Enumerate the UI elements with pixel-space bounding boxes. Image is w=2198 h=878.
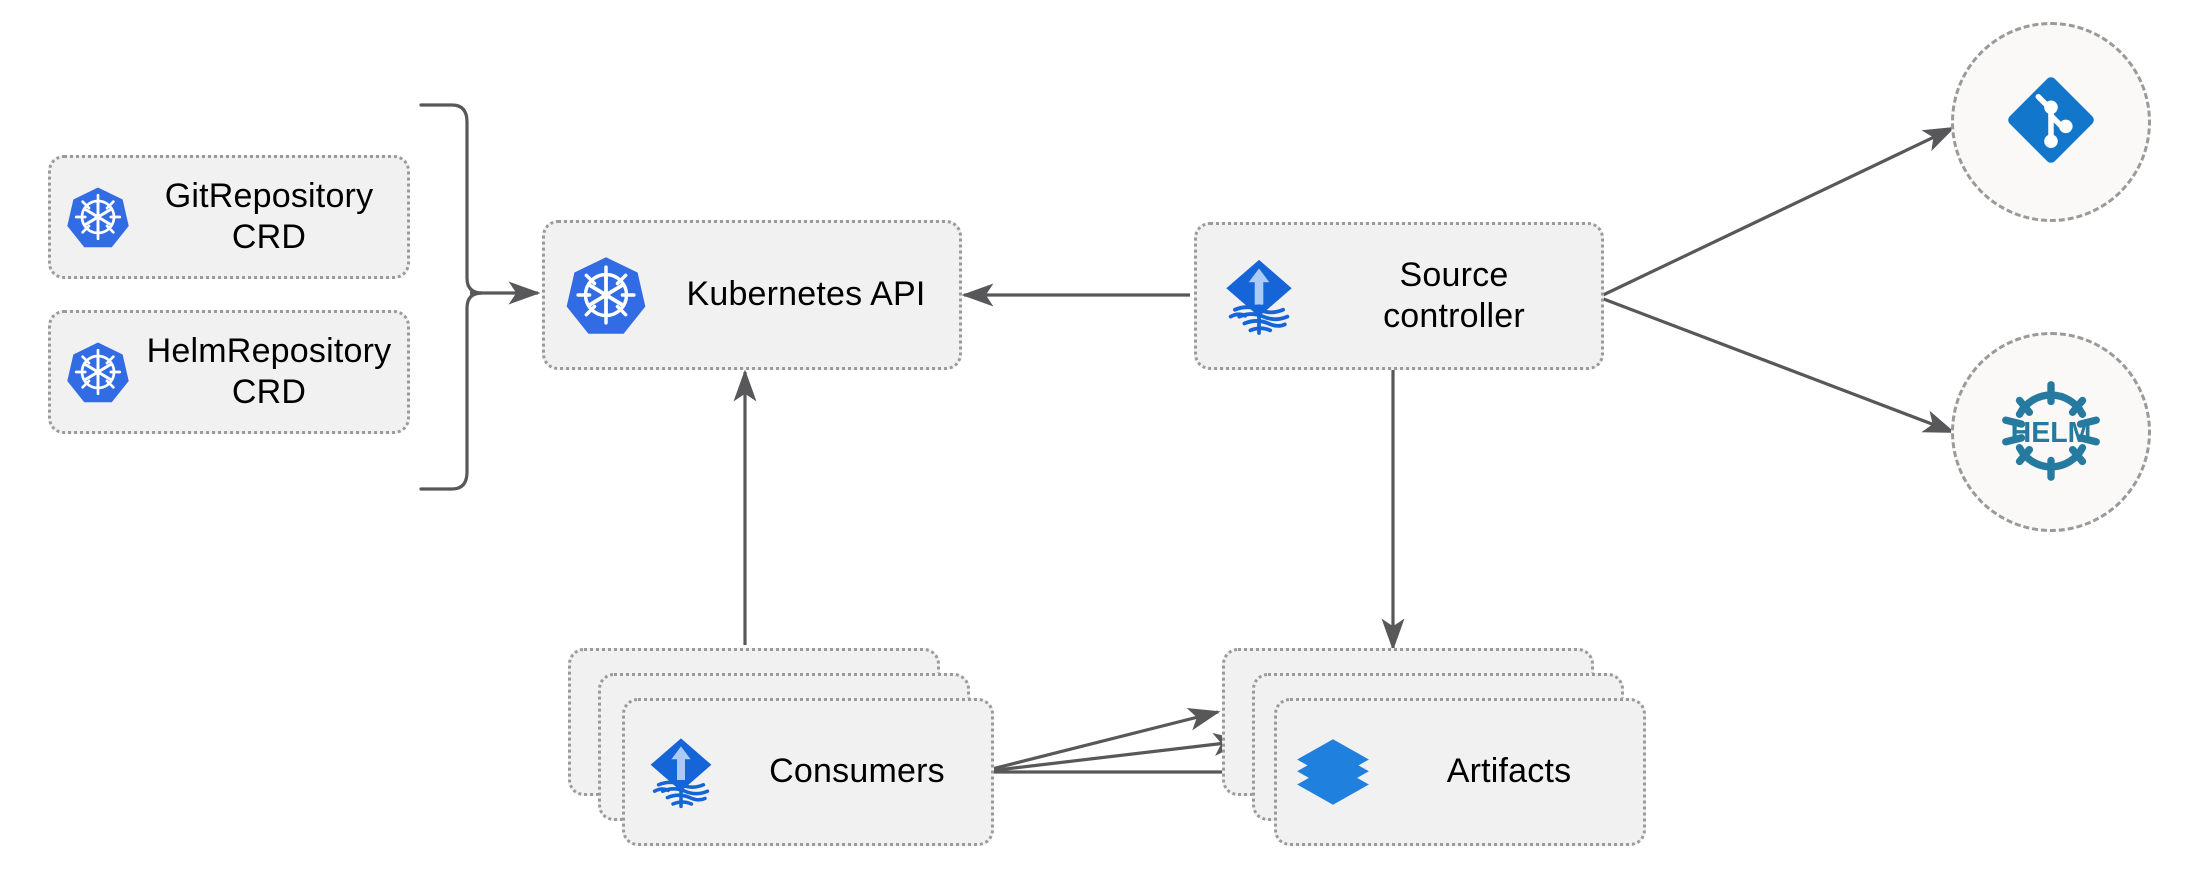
node-source-controller[interactable]: Source controller bbox=[1194, 222, 1604, 370]
flux-icon bbox=[625, 732, 737, 812]
node-git-source[interactable] bbox=[1951, 22, 2151, 222]
edge-consumers-to-artifacts-back bbox=[979, 708, 1221, 774]
layers-icon bbox=[1277, 733, 1389, 811]
node-consumers[interactable]: Consumers bbox=[622, 698, 994, 846]
node-gitrepository-crd[interactable]: GitRepository CRD bbox=[48, 155, 410, 279]
crd-group-bracket bbox=[419, 103, 483, 491]
node-label: GitRepository CRD bbox=[164, 176, 374, 256]
node-helm-source[interactable]: HELM bbox=[1951, 332, 2151, 532]
edge-source-controller-to-git bbox=[1600, 126, 1956, 298]
node-artifacts[interactable]: Artifacts bbox=[1274, 698, 1646, 846]
git-icon bbox=[1998, 67, 2104, 178]
edge-consumers-to-artifacts-middle bbox=[979, 733, 1246, 774]
node-kubernetes-api[interactable]: Kubernetes API bbox=[542, 220, 962, 370]
node-label: Kubernetes API bbox=[686, 275, 926, 314]
node-label: Artifacts bbox=[1446, 752, 1572, 791]
helm-icon: HELM bbox=[1992, 371, 2110, 494]
node-helmrepository-crd[interactable]: HelmRepository CRD bbox=[48, 310, 410, 434]
kubernetes-icon bbox=[51, 185, 145, 249]
kubernetes-icon bbox=[51, 340, 145, 404]
flux-icon bbox=[1197, 253, 1321, 339]
edge-source-controller-to-helm bbox=[1600, 296, 1956, 434]
kubernetes-icon bbox=[545, 254, 667, 336]
node-label: Source controller bbox=[1383, 255, 1525, 335]
node-label: Consumers bbox=[769, 752, 945, 791]
node-label: HelmRepository CRD bbox=[146, 331, 392, 411]
helm-wordmark: HELM bbox=[2011, 416, 2092, 448]
